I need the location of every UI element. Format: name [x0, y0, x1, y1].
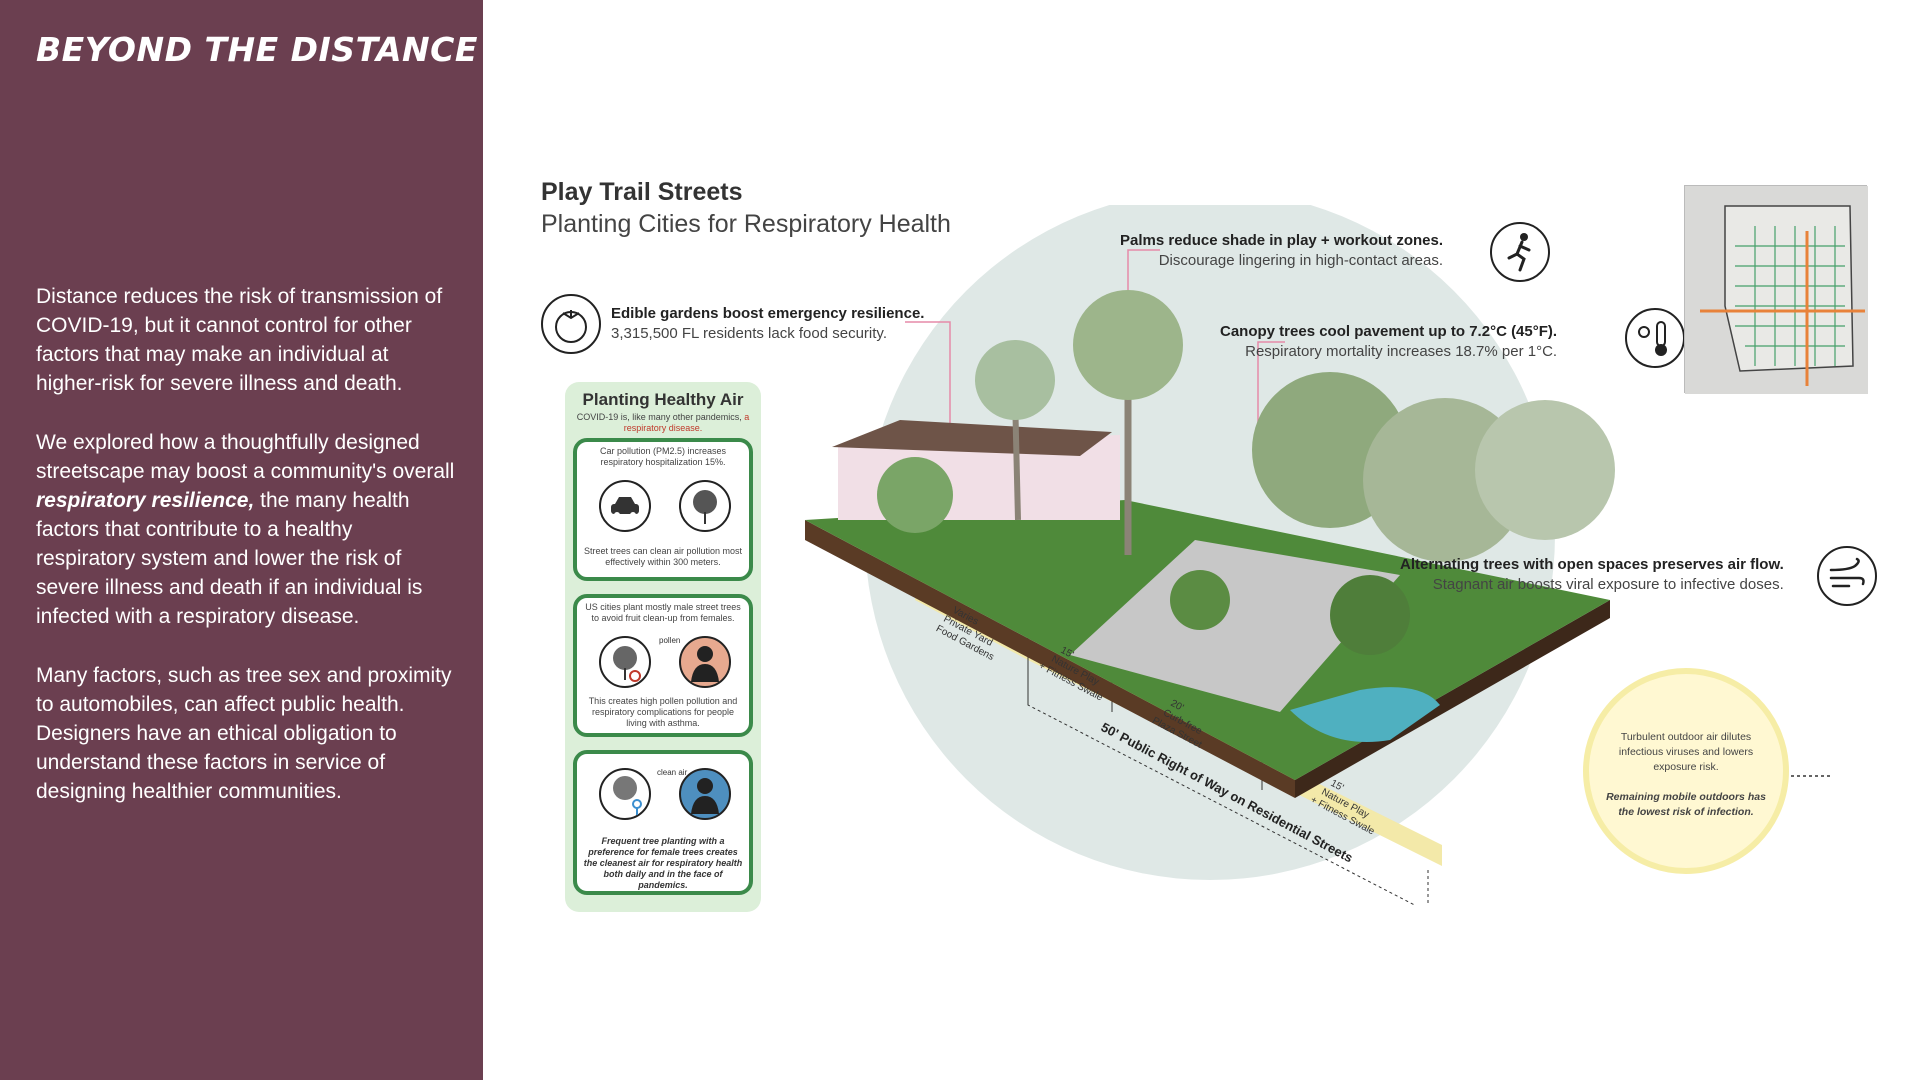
leader-line-food [905, 321, 951, 440]
air-circle-text-1: Turbulent outdoor air dilutes infectious… [1618, 731, 1754, 773]
resilience-paragraph-start: We explored how a thoughtfully designed … [36, 431, 455, 483]
air-circle-text-2: Remaining mobile outdoors has the lowest… [1606, 791, 1766, 818]
callout-canopy-trees: Canopy trees cool pavement up to 7.2°C (… [1220, 322, 1557, 362]
callout-canopy-headline: Canopy trees cool pavement up to 7.2°C (… [1220, 323, 1558, 340]
palm-crown [1073, 290, 1183, 400]
canopy-tree [1475, 400, 1615, 540]
intro-paragraph: Distance reduces the risk of transmissio… [36, 285, 443, 395]
callout-food-headline: Edible gardens boost emergency resilienc… [611, 305, 925, 322]
pha-intro: COVID-19 is, like many other pandemics, … [573, 412, 753, 434]
garden-tree [877, 457, 953, 533]
water-swale [1290, 687, 1440, 742]
callout-palms: Palms reduce shade in play + workout zon… [1120, 231, 1443, 271]
pha-box-female-trees: clean air Frequent tree planting with a … [573, 750, 753, 895]
diagram-title: Play Trail Streets [541, 178, 743, 206]
pha-intro-text: COVID-19 is, like many other pandemics, [576, 412, 745, 422]
plaza-street [1070, 540, 1400, 712]
callout-canopy-detail: Respiratory mortality increases 18.7% pe… [1245, 343, 1558, 360]
resilience-emphasis: respiratory resilience, [36, 489, 255, 512]
pha-box-3-bottom-text: Frequent tree planting with a preference… [583, 836, 743, 890]
runner-icon [1490, 222, 1550, 282]
wind-icon [1817, 546, 1877, 606]
left-panel: BEYOND THE DISTANCE Distance reduces the… [0, 0, 483, 1080]
male-tree-icon [599, 636, 651, 688]
pha-box-male-trees: US cities plant mostly male street trees… [573, 594, 753, 737]
pha-box-2-bottom-text: This creates high pollen pollution and r… [588, 696, 738, 728]
soil-slab-front [805, 520, 1295, 798]
resilience-paragraph: We explored how a thoughtfully designed … [36, 428, 456, 631]
clean-air-label: clean air [657, 768, 688, 777]
pha-box-1-top-text: Car pollution (PM2.5) increases respirat… [599, 446, 727, 467]
page-title: BEYOND THE DISTANCE [36, 30, 478, 69]
palm-crown [975, 340, 1055, 420]
car-icon [599, 480, 651, 532]
healthy-lungs-icon [679, 768, 731, 820]
callout-edible-gardens: Edible gardens boost emergency resilienc… [611, 304, 924, 344]
house-roof [832, 420, 1112, 456]
pha-box-2-top-text: US cities plant mostly male street trees… [585, 602, 741, 623]
pha-box-car-pollution: Car pollution (PM2.5) increases respirat… [573, 438, 753, 581]
pha-intro-highlight: a respiratory disease. [623, 412, 750, 433]
callout-airflow-detail: Stagnant air boosts viral exposure to in… [1432, 576, 1784, 593]
planting-healthy-air-card: Planting Healthy Air COVID-19 is, like m… [565, 382, 761, 912]
resilience-paragraph-end: the many health factors that contribute … [36, 489, 423, 628]
thermometer-icon [1625, 308, 1685, 368]
callout-palms-detail: Discourage lingering in high-contact are… [1158, 252, 1444, 269]
zone-3-width: 20' [1169, 698, 1186, 714]
shrub [1170, 570, 1230, 630]
soil-slab-right [1295, 600, 1610, 798]
leader-line-canopy [1257, 341, 1285, 450]
callout-air-flow: Alternating trees with open spaces prese… [1400, 555, 1784, 595]
pollen-label: pollen [659, 636, 681, 645]
site-map-thumbnail [1684, 185, 1868, 394]
pha-title: Planting Healthy Air [582, 390, 744, 409]
callout-food-detail: 3,315,500 FL residents lack food securit… [611, 325, 887, 342]
shrub [1330, 575, 1410, 655]
polluted-tree-icon [679, 480, 731, 532]
diagram-subtitle: Planting Cities for Respiratory Health [541, 210, 951, 238]
factors-paragraph: Many factors, such as tree sex and proxi… [36, 664, 452, 803]
leader-line-circle [1788, 775, 1830, 777]
pha-box-1-bottom-text: Street trees can clean air pollution mos… [583, 546, 743, 567]
callout-airflow-headline: Alternating trees with open spaces prese… [1400, 556, 1784, 573]
street-section-diagram: Varies Private Yard Food Gardens 15' Nat… [805, 205, 1830, 905]
female-tree-icon [599, 768, 651, 820]
tomato-icon [541, 294, 601, 354]
asthma-lungs-icon [679, 636, 731, 688]
outdoor-air-circle: Turbulent outdoor air dilutes infectious… [1583, 668, 1789, 874]
callout-palms-headline: Palms reduce shade in play + workout zon… [1120, 232, 1444, 249]
zone-2-width: 15' [1059, 645, 1076, 661]
zone-4-width: 15' [1329, 778, 1346, 794]
